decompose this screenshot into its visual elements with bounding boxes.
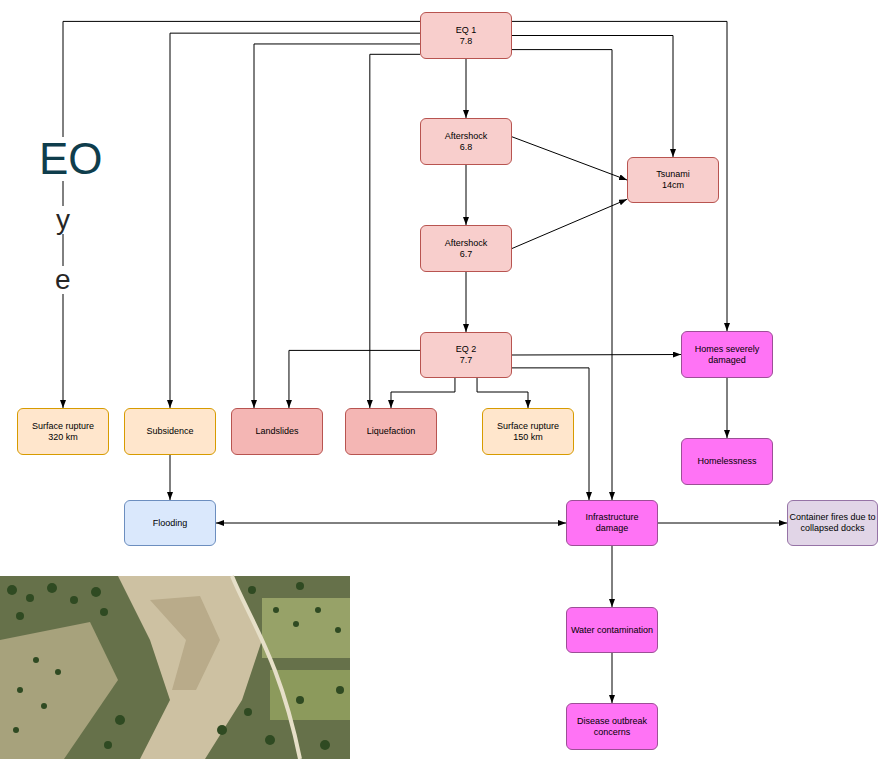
river-bed — [232, 576, 300, 759]
hazard-box: Aftershock6.8 — [420, 118, 512, 165]
hazard-box: Tsunami14cm — [627, 157, 719, 203]
fire-box: Container fires due to collapsed docks — [787, 500, 878, 546]
node-text: Homelessness — [697, 456, 756, 467]
hazard-box: EQ 27.7 — [420, 332, 512, 378]
impact-box: Homelessness — [681, 438, 773, 485]
node-text: Aftershock — [445, 131, 488, 142]
connector-arrow — [512, 354, 681, 356]
node-text: Tsunami — [656, 169, 690, 180]
connector-arrow — [512, 199, 627, 248]
node-text: 6.7 — [460, 249, 473, 260]
node-text: Homes severely damaged — [683, 344, 771, 366]
node-text: Flooding — [153, 518, 188, 529]
field — [262, 598, 350, 658]
connector-arrow — [170, 33, 420, 408]
connector-arrow — [216, 523, 566, 524]
node-text: Infrastructure damage — [568, 512, 656, 534]
node-text: Container fires due to collapsed docks — [789, 512, 876, 534]
node-text: Aftershock — [445, 238, 488, 249]
landslide-scar — [150, 596, 220, 690]
slide-text: y — [55, 206, 71, 234]
ground-effect-box: Surface rupture320 km — [17, 408, 109, 455]
impact-box: Water contamination — [566, 607, 658, 653]
connector-arrow — [63, 21, 420, 408]
connector-arrow — [512, 36, 673, 158]
ground-effect-box: Surface rupture150 km — [482, 408, 574, 455]
connector-arrow — [612, 653, 613, 703]
connector-arrow — [658, 523, 787, 524]
impact-box: Infrastructure damage — [566, 500, 658, 546]
node-text: 7.8 — [460, 36, 473, 47]
node-text: 320 km — [48, 432, 78, 443]
connector-arrow — [512, 21, 727, 331]
trees — [7, 582, 344, 750]
connector-arrow — [466, 272, 467, 332]
impact-box: Homes severely damaged — [681, 331, 773, 378]
connector-arrow — [466, 59, 467, 118]
hazard-box: Aftershock6.7 — [420, 225, 512, 272]
ground-effect-box: Subsidence — [124, 408, 216, 455]
connector-arrow — [289, 350, 420, 408]
node-text: Disease outbreak concerns — [568, 716, 656, 738]
connector-arrow — [727, 378, 728, 438]
hazard-box: Liquefaction — [345, 408, 437, 455]
connector-arrow — [170, 455, 171, 500]
flood-box: Flooding — [124, 500, 216, 546]
ground — [0, 576, 350, 759]
node-text: 14cm — [662, 180, 684, 191]
node-text: 7.7 — [460, 355, 473, 366]
node-text: 6.8 — [460, 142, 473, 153]
node-text: Water contamination — [571, 625, 653, 636]
hazard-box: EQ 17.8 — [420, 12, 512, 59]
connector-arrow — [466, 165, 467, 225]
connector-arrow — [512, 137, 627, 180]
node-text: Liquefaction — [367, 426, 416, 437]
impact-box: Disease outbreak concerns — [566, 703, 658, 750]
connector-arrow — [254, 44, 420, 408]
node-text: EQ 1 — [456, 25, 477, 36]
node-text: EQ 2 — [456, 344, 477, 355]
node-text: Surface rupture — [32, 421, 94, 432]
node-text: 150 km — [513, 432, 543, 443]
hazard-box: Landslides — [231, 408, 323, 455]
slide-text: EO — [38, 137, 104, 181]
connector-arrow — [391, 378, 455, 408]
node-text: Subsidence — [146, 426, 193, 437]
slide-text: e — [54, 266, 72, 294]
landslide-scar — [118, 576, 262, 759]
connector-arrow — [612, 546, 613, 607]
slope — [0, 622, 118, 759]
connector-arrow — [370, 54, 420, 408]
node-text: Landslides — [255, 426, 298, 437]
node-text: Surface rupture — [497, 421, 559, 432]
connector-arrow — [477, 378, 528, 408]
